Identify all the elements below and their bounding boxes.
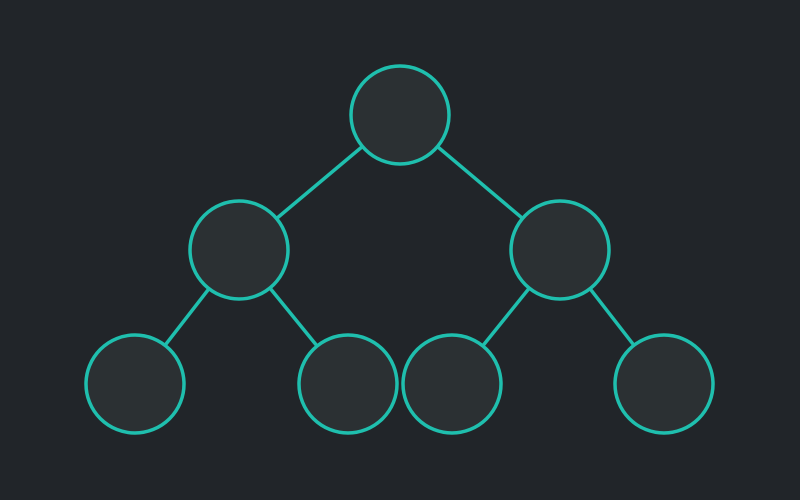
tree-node-left-child bbox=[188, 199, 290, 301]
tree-node-right-right-leaf bbox=[613, 333, 715, 435]
tree-node-left-left-leaf bbox=[84, 333, 186, 435]
tree-node-left-right-leaf bbox=[297, 333, 399, 435]
tree-node-right-child bbox=[509, 199, 611, 301]
tree-node-right-left-leaf bbox=[401, 333, 503, 435]
tree-node-root bbox=[349, 64, 451, 166]
tree-nodes bbox=[84, 64, 715, 435]
